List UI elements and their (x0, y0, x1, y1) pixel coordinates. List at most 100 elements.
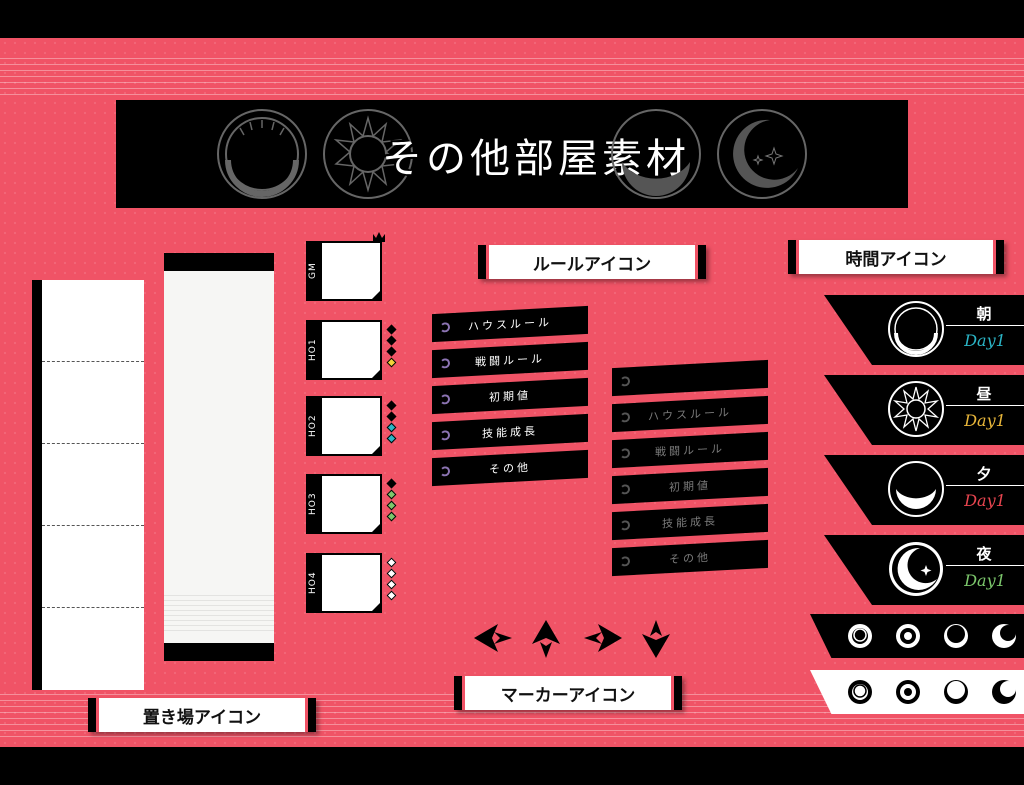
rule-label: その他 (669, 550, 711, 567)
color-dot (386, 335, 397, 346)
time-name: 昼 (976, 385, 992, 403)
player-color-dots (386, 400, 398, 446)
color-dot (386, 346, 397, 357)
rule-label: 技能成長 (482, 424, 538, 441)
sunset-icon (944, 680, 968, 704)
color-dot (386, 400, 397, 411)
time-name: 夕 (976, 465, 992, 483)
moon-icon (992, 624, 1016, 648)
player-card-ho1: HO1 (306, 320, 384, 380)
sunset-icon (611, 109, 701, 199)
sunrise-icon (848, 680, 872, 704)
time-name: 朝 (976, 305, 992, 323)
label-time-icons: 時間アイコン (788, 240, 1004, 274)
color-dot (386, 511, 397, 522)
player-tag: GM (306, 241, 320, 301)
storage-slot (42, 362, 144, 444)
rule-dot-icon (620, 556, 630, 567)
moon-icon (889, 542, 943, 596)
color-dot (386, 500, 397, 511)
time-icon-2: 昼 Day1 (824, 375, 1024, 445)
player-image-slot (320, 396, 382, 456)
time-icon-1: 朝 Day1 (824, 295, 1024, 365)
rule-dot-icon (620, 448, 630, 459)
rule-dot-icon (620, 412, 630, 423)
player-image-slot (320, 474, 382, 534)
rule-icon-dim (612, 359, 768, 397)
rule-icon-dim: 初期値 (612, 467, 768, 505)
rule-icon-dim: 技能成長 (612, 503, 768, 541)
time-mini-row-dark (810, 614, 1024, 658)
rule-dot-icon (620, 484, 630, 495)
rule-label: 初期値 (489, 388, 531, 405)
player-tag: HO2 (306, 396, 320, 456)
sunrise-icon (888, 301, 944, 357)
color-dot (386, 478, 397, 489)
storage-slot (42, 526, 144, 608)
player-color-dots (386, 557, 398, 603)
storage-slot (42, 280, 144, 362)
arrow-right-icon (584, 624, 622, 652)
rule-dot-icon (620, 376, 630, 387)
label-storage-icons: 置き場アイコン (88, 698, 316, 732)
storage-slot (42, 608, 144, 690)
player-image-slot (320, 553, 382, 613)
scroll-panel (164, 253, 274, 661)
storage-area (32, 280, 144, 690)
rule-dot-icon (440, 466, 450, 477)
rule-icon-dim: 戦闘ルール (612, 431, 768, 469)
sun-icon (896, 624, 920, 648)
top-stripes (0, 58, 1024, 96)
sunrise-icon (848, 624, 872, 648)
rule-dot-icon (440, 394, 450, 405)
time-divider (946, 405, 1024, 406)
sun-icon (888, 381, 944, 437)
rule-icon-dim: その他 (612, 539, 768, 577)
rule-icon: 初期値 (432, 377, 588, 415)
player-image-slot (320, 320, 382, 380)
rule-label: ハウスルール (468, 315, 552, 334)
time-mini-row-light (810, 670, 1024, 714)
time-name: 夜 (976, 545, 992, 563)
time-day: Day1 (964, 411, 1006, 430)
moon-icon (717, 109, 807, 199)
player-color-dots (386, 478, 398, 524)
rule-label: 戦闘ルール (655, 442, 725, 459)
sun-icon (896, 680, 920, 704)
rule-label: 戦闘ルール (475, 352, 545, 369)
player-card-gm: GM (306, 232, 385, 301)
sun-icon (323, 109, 413, 199)
title-banner: その他部屋素材 (116, 100, 908, 208)
label-rule-icons: ルールアイコン (478, 245, 706, 279)
sunrise-icon (217, 109, 307, 199)
player-card-ho4: HO4 (306, 553, 384, 613)
time-day: Day1 (964, 491, 1006, 510)
label-marker-icons: マーカーアイコン (454, 676, 682, 710)
color-dot (386, 557, 397, 568)
rule-label: 技能成長 (662, 514, 718, 531)
color-dot (386, 422, 397, 433)
color-dot (386, 357, 397, 368)
player-tag: HO1 (306, 320, 320, 380)
color-dot (386, 411, 397, 422)
rule-icon: 戦闘ルール (432, 341, 588, 379)
arrow-down-icon (642, 620, 670, 658)
time-day: Day1 (964, 331, 1006, 350)
rule-icon: その他 (432, 449, 588, 487)
color-dot (386, 579, 397, 590)
color-dot (386, 433, 397, 444)
rule-label: その他 (489, 460, 531, 477)
rule-label: 初期値 (669, 478, 711, 495)
rule-label: ハウスルール (648, 405, 732, 424)
rule-dot-icon (620, 520, 630, 531)
rule-dot-icon (440, 358, 450, 369)
rule-dot-icon (440, 322, 450, 333)
color-dot (386, 568, 397, 579)
time-divider (946, 485, 1024, 486)
player-card-ho3: HO3 (306, 474, 384, 534)
moon-icon (992, 680, 1016, 704)
player-tag: HO3 (306, 474, 320, 534)
crown-icon (373, 232, 385, 242)
